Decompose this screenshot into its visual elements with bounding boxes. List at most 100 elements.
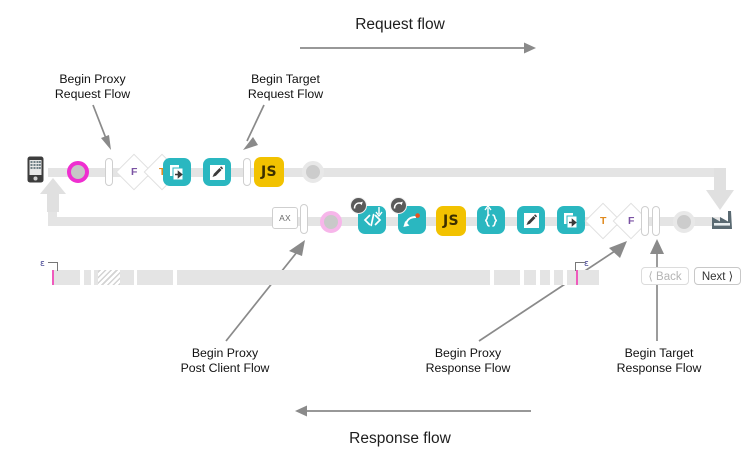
timeline-marker-end[interactable] [576,270,578,285]
ring-pink [320,211,342,233]
post-client-flow-box[interactable]: AX [272,207,298,229]
target-response-bar-1[interactable] [641,206,649,236]
chip-body [557,206,585,234]
timeline-gap [550,270,554,285]
callout-arrow-begin-proxy-request-flow [92,104,111,150]
timeline-gap [134,270,137,285]
request-flow-title: Request flow [355,16,445,33]
code-tag-icon [363,213,381,227]
flow-bar-icon [105,158,113,186]
callout-arrow-begin-target-request-flow [243,104,265,150]
timeline-gap [520,270,524,285]
proxy-response-ring[interactable] [320,211,342,233]
flow-bar-icon [641,206,649,236]
target-response-bar-2[interactable] [652,206,660,236]
arrow-curve-icon [393,201,403,209]
service-callout-policy-chip[interactable] [557,206,585,234]
json-braces-icon [484,213,498,227]
assign-message-policy-chip[interactable] [203,158,231,186]
assign-message-policy-chip[interactable] [517,206,545,234]
chip-body: JS [254,157,284,187]
callout-line-1: Begin Target [624,346,694,360]
javascript-policy-chip[interactable]: JS [254,157,284,187]
client-device-icon [24,155,46,183]
callout-line-2: Request Flow [54,87,131,101]
ax-box: AX [272,207,298,229]
callout-begin-proxy-post-client-flow: Begin Proxy Post Client Flow [155,346,295,376]
ring-gray [302,161,324,183]
chip-body: JS [436,206,466,236]
callout-line-1: Begin Proxy [191,346,259,360]
arrow-curve-icon [353,201,363,209]
flow-bar-icon [300,204,308,234]
assign-message-icon [209,164,225,180]
factory-icon [712,211,732,229]
extract-variables-policy-chip[interactable] [350,197,386,234]
ring-magenta [67,161,89,183]
up-arrow-badge-icon [484,204,492,215]
target-server-icon [712,208,740,230]
response-flow-arrow [295,405,531,417]
request-flow-arrow [300,42,536,54]
flow-bar-icon [243,158,251,186]
timeline-hatched-segment [98,270,120,285]
next-button[interactable]: Next ⟩ [694,267,741,285]
timeline-gap [80,270,84,285]
chip-body [390,197,426,234]
request-to-target-arrow [706,168,734,210]
callout-arrow-begin-proxy-response-flow [478,241,627,342]
timeline-gap [173,270,177,285]
down-arrow-badge-icon [375,207,383,218]
flow-bar-icon [652,206,660,236]
chip-body [163,158,191,186]
timeline-epsilon-right: ε [584,259,589,269]
callout-line-2: Response Flow [425,361,511,375]
phone-icon [27,156,43,182]
chip-body [517,206,545,234]
javascript-policy-chip[interactable]: JS [436,206,466,236]
callout-line-1: Begin Target [251,72,320,86]
callout-begin-target-response-flow: Begin Target Response Flow [589,346,729,376]
chip-body [203,158,231,186]
ring-gray [673,211,695,233]
proxy-endpoint-ring[interactable] [67,161,89,183]
service-callout-policy-chip[interactable] [163,158,191,186]
callout-line-2: Post Client Flow [180,361,270,375]
assign-message-icon [523,212,539,228]
js-icon: JS [443,213,459,229]
post-client-bar[interactable] [300,204,308,234]
raise-fault-icon [402,212,420,227]
chip-body [350,197,386,234]
json-policy-chip[interactable] [477,204,505,234]
flow-end-bar[interactable] [243,158,251,186]
diamond-label: T [599,214,607,227]
callout-begin-proxy-response-flow: Begin Proxy Response Flow [398,346,538,376]
timeline-bracket-right [575,262,585,271]
timeline-gap [563,270,567,285]
target-endpoint-ring[interactable] [302,161,324,183]
js-icon: JS [261,164,277,180]
back-button[interactable]: ⟨ Back [641,267,689,285]
timeline-bracket-left [48,262,58,271]
callout-line-1: Begin Proxy [434,346,502,360]
service-callout-icon [168,163,183,180]
callout-line-1: Begin Proxy [59,72,126,86]
callout-begin-proxy-request-flow: Begin Proxy Request Flow [25,72,160,102]
response-to-client-arrow [40,178,66,212]
service-callout-icon [562,211,577,228]
response-badge-icon [350,197,367,214]
raise-fault-policy-chip[interactable] [390,197,426,234]
chip-body [477,204,505,234]
flow-start-bar[interactable] [105,158,113,186]
callout-arrow-begin-proxy-post-client-flow [225,240,305,342]
timeline-gap [91,270,94,285]
timeline-gap [490,270,494,285]
diamond-label: F [627,214,635,227]
callout-arrow-begin-target-response-flow [650,239,664,341]
timeline-marker-start[interactable] [52,270,54,285]
timeline-gap [536,270,540,285]
trace-timeline[interactable] [52,270,599,285]
callout-line-2: Request Flow [247,87,324,101]
target-ring[interactable] [673,211,695,233]
